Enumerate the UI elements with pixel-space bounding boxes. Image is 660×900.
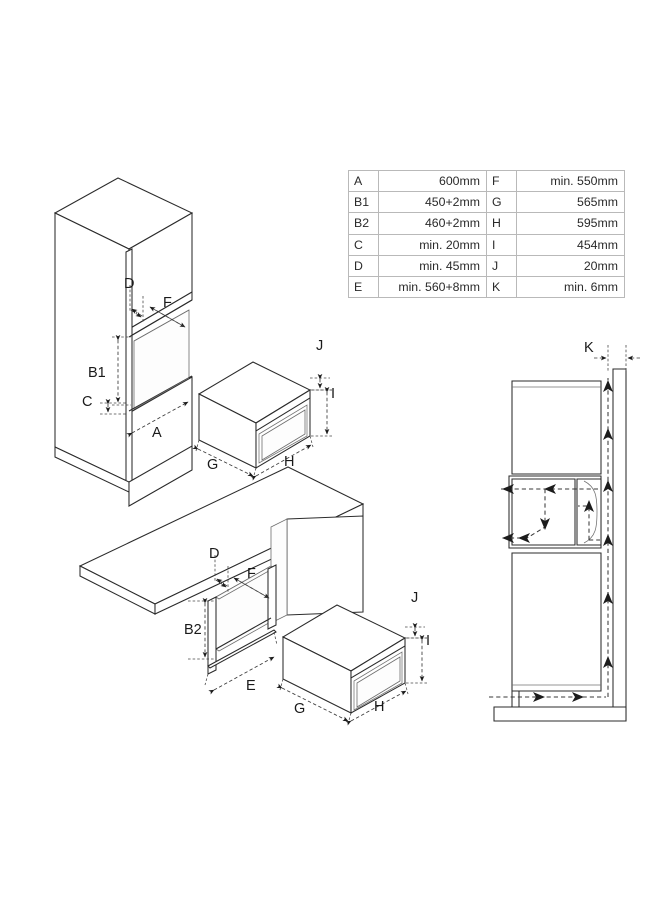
dim-val-b1: 450+2mm — [378, 191, 487, 214]
dim-key-a: A — [348, 169, 379, 193]
label-fig4-G: G — [294, 701, 305, 717]
dim-key-d: D — [348, 254, 379, 278]
figure-appliance-bottom: J I G H — [276, 590, 430, 726]
label-fig3-F: F — [247, 566, 256, 582]
dim-key-b2: B2 — [348, 212, 379, 235]
label-fig3-D: D — [209, 546, 219, 562]
label-fig3-E: E — [246, 678, 256, 694]
table-row: A 600mm F min. 550mm — [348, 169, 625, 193]
dim-key-j: J — [486, 254, 517, 278]
label-fig2-H: H — [284, 454, 294, 470]
dim-key-f: F — [486, 169, 517, 193]
dim-val-j: 20mm — [516, 254, 625, 278]
dim-val-k: min. 6mm — [516, 276, 625, 299]
label-fig2-J: J — [316, 338, 323, 354]
figure-ventilation-section: K — [489, 340, 640, 722]
label-fig4-I: I — [426, 633, 430, 649]
table-row: E min. 560+8mm K min. 6mm — [348, 276, 625, 299]
dim-val-e: min. 560+8mm — [378, 276, 487, 299]
dimension-table-body: A 600mm F min. 550mm B1 450+2mm G 565mm … — [348, 169, 625, 299]
label-fig4-J: J — [411, 590, 418, 606]
label-fig5-K: K — [584, 340, 594, 356]
label-fig4-H: H — [374, 699, 384, 715]
label-fig2-I: I — [331, 386, 335, 402]
figure-under-worktop-unit: D F B2 E — [78, 466, 365, 695]
dim-key-i: I — [486, 233, 517, 256]
dim-val-f: min. 550mm — [516, 169, 625, 193]
dim-key-b1: B1 — [348, 191, 379, 214]
dim-val-h: 595mm — [516, 212, 625, 235]
table-row: D min. 45mm J 20mm — [348, 254, 625, 278]
dimension-table: A 600mm F min. 550mm B1 450+2mm G 565mm … — [348, 169, 625, 299]
label-fig1-A: A — [152, 425, 162, 441]
dim-val-i: 454mm — [516, 233, 625, 256]
label-fig3-B2: B2 — [184, 622, 202, 638]
label-fig1-C: C — [82, 394, 92, 410]
dim-val-b2: 460+2mm — [378, 212, 487, 235]
dim-key-c: C — [348, 233, 379, 256]
dim-key-h: H — [486, 212, 517, 235]
dim-key-e: E — [348, 276, 379, 299]
dim-val-c: min. 20mm — [378, 233, 487, 256]
dim-val-g: 565mm — [516, 191, 625, 214]
label-fig1-D: D — [124, 276, 134, 292]
table-row: B2 460+2mm H 595mm — [348, 212, 625, 235]
label-fig1-F: F — [163, 295, 172, 311]
dim-key-k: K — [486, 276, 517, 299]
label-fig1-B1: B1 — [88, 365, 106, 381]
dim-val-a: 600mm — [378, 169, 487, 193]
table-row: C min. 20mm I 454mm — [348, 233, 625, 256]
label-fig2-G: G — [207, 457, 218, 473]
figure-appliance-top: J I G H — [192, 338, 335, 481]
figure-tall-housing-unit: D F B1 C A — [53, 177, 194, 507]
dim-val-d: min. 45mm — [378, 254, 487, 278]
dim-key-g: G — [486, 191, 517, 214]
table-row: B1 450+2mm G 565mm — [348, 191, 625, 214]
